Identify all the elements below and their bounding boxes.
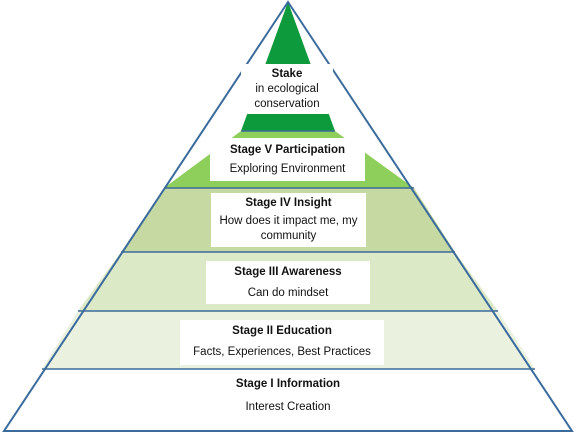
stage-title: Stage IV Insight xyxy=(245,197,332,209)
stage-label-stage-ii: Stage II Education Facts, Experiences, B… xyxy=(180,320,384,365)
stage-title: Stake xyxy=(271,68,303,80)
stage-label-stage-iii: Stage III Awareness Can do mindset xyxy=(206,261,370,304)
stage-label-stage-iv: Stage IV Insight How does it impact me, … xyxy=(211,193,366,247)
stage-title: Stage V Participation xyxy=(229,144,346,156)
stage-subtitle: Facts, Experiences, Best Practices xyxy=(193,346,371,358)
stage-subtitle: Can do mindset xyxy=(247,287,329,299)
stage-title: Stage II Education xyxy=(232,325,332,337)
pyramid-level-stage-i xyxy=(4,369,572,431)
stage-label-stage-v: Stage V Participation Exploring Environm… xyxy=(210,138,365,181)
stage-label-stake: Stake in ecological conservation xyxy=(241,64,333,114)
stage-subtitle: Exploring Environment xyxy=(229,163,346,175)
stage-title: Stage I Information xyxy=(235,378,341,390)
stage-label-stage-i: Stage I Information Interest Creation xyxy=(200,377,376,421)
stage-subtitle: How does it impact me, my community xyxy=(219,215,358,242)
stage-subtitle: in ecological conservation xyxy=(254,83,320,110)
stage-title: Stage III Awareness xyxy=(234,266,342,278)
stage-subtitle: Interest Creation xyxy=(245,401,331,413)
